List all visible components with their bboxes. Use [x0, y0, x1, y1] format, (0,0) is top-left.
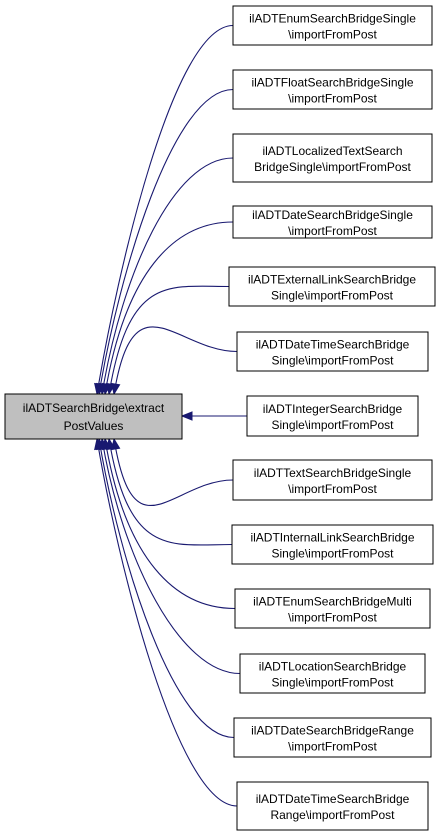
source-node-box — [4, 393, 183, 440]
target-node[interactable]: ilADTDateTimeSearchBridgeRange\importFro… — [236, 781, 429, 831]
target-node-box — [239, 653, 426, 694]
target-node-label-line1: ilADTDateTimeSearchBridge — [256, 338, 410, 352]
target-node-label-line1: ilADTTextSearchBridgeSingle — [254, 466, 412, 480]
edge — [108, 285, 230, 395]
edge — [98, 88, 234, 395]
edge — [104, 438, 236, 610]
target-node-box — [232, 459, 433, 501]
target-node[interactable]: ilADTTextSearchBridgeSingle \importFromPo… — [232, 459, 433, 501]
target-node-box — [232, 205, 433, 239]
edge-arrowhead — [111, 382, 121, 396]
target-nodes: ilADTEnumSearchBridgeSingle \importFromPo… — [228, 5, 436, 831]
target-node-label-line1: ilADTLocalizedTextSearch — [262, 144, 402, 158]
target-node-label-line2: Range\importFromPost — [270, 808, 395, 822]
target-node[interactable]: ilADTIntegerSearchBridgeSingle\importFro… — [246, 395, 419, 437]
target-node-label-line1: ilADTFloatSearchBridgeSingle — [251, 76, 413, 90]
edge — [108, 438, 233, 546]
target-node-box — [228, 266, 436, 307]
target-node[interactable]: ilADTDateSearchBridgeSingle \importFromPo… — [232, 205, 433, 239]
source-node-label-line2: PostValues — [64, 419, 124, 433]
target-node-box — [232, 133, 433, 183]
edge — [113, 326, 238, 395]
source-node-label-line1: ilADTSearchBridge\extract — [23, 401, 165, 415]
edge — [96, 438, 238, 807]
target-node-box — [236, 331, 429, 372]
target-node-label-line2: BridgeSingle\importFromPost — [254, 160, 411, 174]
target-node[interactable]: ilADTEnumSearchBridgeSingle \importFromPo… — [232, 5, 433, 46]
target-node[interactable]: ilADTExternalLinkSearchBridgeSingle\impo… — [228, 266, 436, 307]
target-node-label-line2: \importFromPost — [288, 28, 377, 42]
target-node-label-line1: ilADTEnumSearchBridgeSingle — [249, 12, 416, 26]
target-node-label-line2: Single\importFromPost — [271, 418, 394, 432]
target-node-label-line1: ilADTLocationSearchBridge — [259, 660, 407, 674]
target-node-label-line1: ilADTDateSearchBridgeSingle — [252, 208, 413, 222]
target-node-label-line2: Single\importFromPost — [271, 547, 394, 561]
target-node-label-line2: \importFromPost — [288, 224, 377, 238]
edge-arrowhead — [180, 411, 193, 421]
target-node-label-line1: ilADTDateSearchBridgeRange — [251, 724, 414, 738]
target-node[interactable]: ilADTFloatSearchBridgeSingle \importFromP… — [232, 69, 433, 110]
target-node-label-line2: Single\importFromPost — [271, 354, 394, 368]
target-node-box — [246, 395, 419, 437]
target-node-label-line2: Single\importFromPost — [271, 289, 394, 303]
target-node-label-line2: \importFromPost — [288, 92, 377, 106]
target-node-box — [232, 69, 433, 110]
target-node-label-line2: \importFromPost — [288, 611, 377, 625]
target-node[interactable]: ilADTLocalizedTextSearchBridgeSingle\imp… — [232, 133, 433, 183]
edge — [101, 157, 234, 395]
target-node-box — [231, 524, 434, 565]
target-node[interactable]: ilADTDateSearchBridgeRange \importFromPos… — [233, 717, 432, 758]
source-node[interactable]: ilADTSearchBridge\extract PostValues — [4, 393, 183, 440]
edge — [104, 221, 234, 395]
target-node-box — [236, 781, 429, 831]
edge — [113, 438, 234, 506]
target-node-label-line2: Single\importFromPost — [271, 676, 394, 690]
target-node-box — [233, 717, 432, 758]
target-node[interactable]: ilADTEnumSearchBridgeMulti \importFromPos… — [234, 588, 431, 629]
target-node[interactable]: ilADTLocationSearchBridgeSingle\importFr… — [239, 653, 426, 694]
edge — [101, 438, 241, 675]
target-node[interactable]: ilADTDateTimeSearchBridgeSingle\importFr… — [236, 331, 429, 372]
target-node[interactable]: ilADTInternalLinkSearchBridgeSingle\impo… — [231, 524, 434, 565]
target-node-label-line2: \importFromPost — [288, 740, 377, 754]
target-node-box — [232, 5, 433, 46]
target-node-label-line1: ilADTDateTimeSearchBridge — [256, 792, 410, 806]
edge — [96, 24, 234, 395]
target-node-label-line1: ilADTExternalLinkSearchBridge — [248, 273, 416, 287]
target-node-label-line2: \importFromPost — [288, 482, 377, 496]
target-node-label-line1: ilADTEnumSearchBridgeMulti — [253, 595, 412, 609]
edge — [98, 438, 235, 739]
target-node-label-line1: ilADTIntegerSearchBridge — [263, 402, 403, 416]
target-node-box — [234, 588, 431, 629]
edges — [94, 24, 247, 807]
target-node-label-line1: ilADTInternalLinkSearchBridge — [250, 531, 414, 545]
edge-arrowhead — [94, 437, 104, 451]
